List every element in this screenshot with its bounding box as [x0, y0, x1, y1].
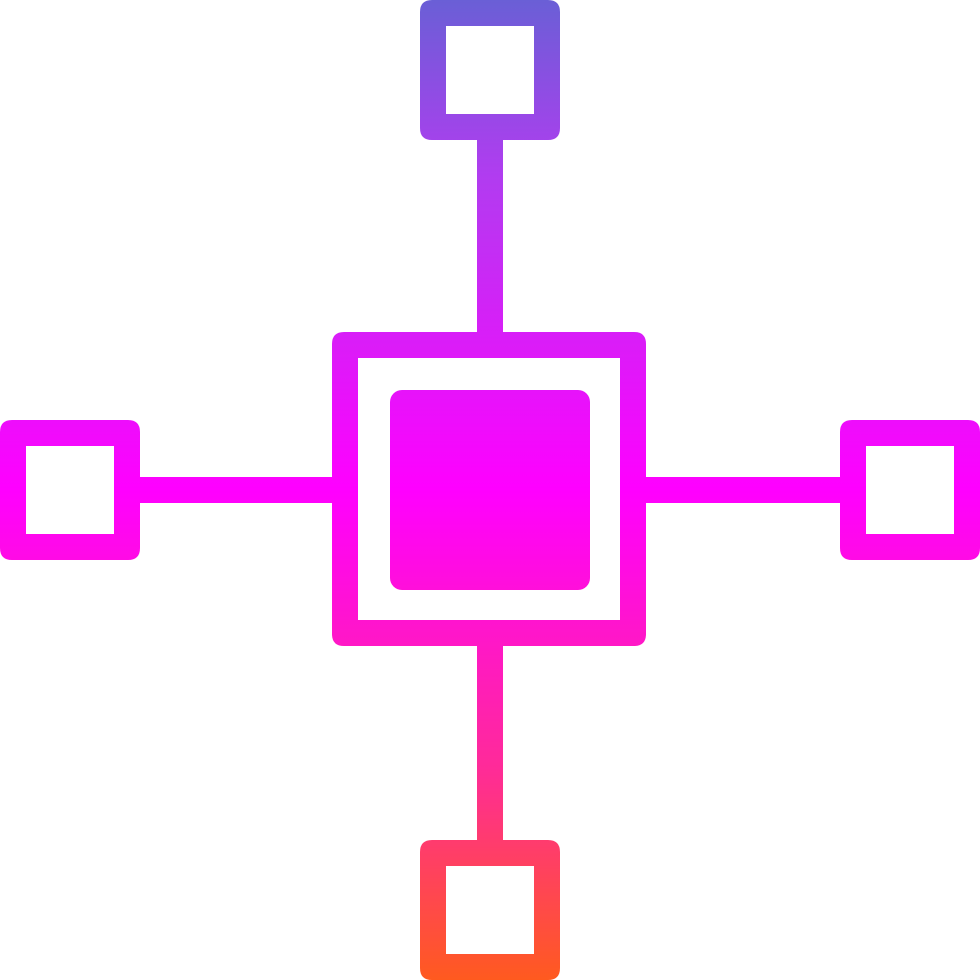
- left-node: [0, 420, 140, 560]
- bottom-node: [420, 840, 560, 980]
- connector-left: [138, 477, 334, 503]
- top-node: [420, 0, 560, 140]
- right-node: [840, 420, 980, 560]
- connector-top: [477, 138, 503, 334]
- connector-bottom: [477, 646, 503, 842]
- connector-right: [646, 477, 842, 503]
- central-hub-core: [390, 390, 590, 590]
